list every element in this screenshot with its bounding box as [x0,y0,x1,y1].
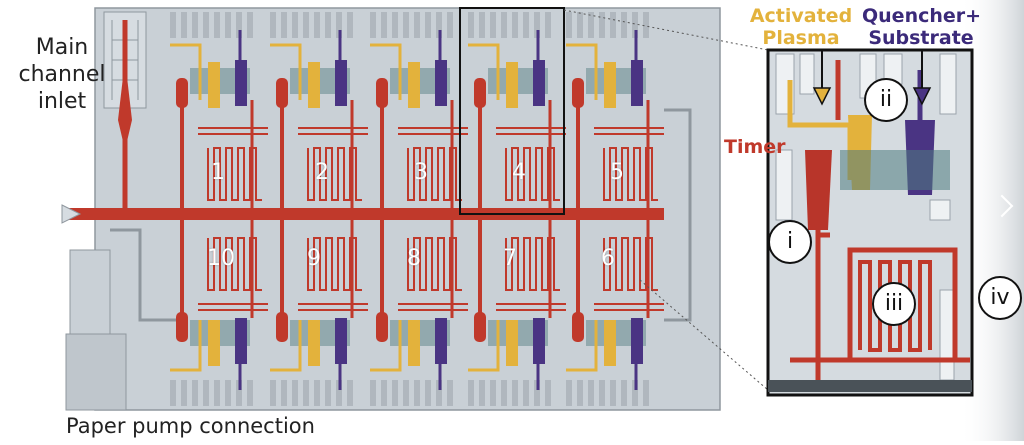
zoom-box [459,7,565,215]
reaction-unit-top [468,12,566,214]
callout-ii: ii [864,78,908,122]
zoom-guide-bottom [639,279,769,391]
reaction-unit-top [566,12,664,214]
reaction-unit-bottom [370,214,468,406]
chamber-number: 3 [414,160,428,185]
chamber-number: 2 [315,160,329,185]
chamber-number: 6 [601,246,615,271]
chamber-number: 4 [512,160,526,185]
reaction-unit-bottom [270,214,368,406]
chamber-number: 10 [207,246,235,271]
reaction-unit-bottom [566,214,664,406]
chamber-number: 9 [307,246,321,271]
inset-detail [766,48,974,397]
callout-iv: iv [978,276,1022,320]
quencher-substrate-label: Quencher+ Substrate [862,5,982,49]
callout-iii: iii [872,282,916,326]
paper-pump-label: Paper pump connection [66,414,315,438]
main-channel-inlet-label: Main channel inlet [18,35,106,114]
callout-i: i [768,220,812,264]
reaction-unit-top [170,12,268,214]
chamber-number: 1 [211,160,225,185]
chamber-number: 7 [503,246,517,271]
timer-label: Timer [724,136,786,158]
reaction-unit-top [370,12,468,214]
reaction-unit-bottom [170,214,268,406]
reaction-unit-top [270,12,368,214]
chamber-number: 5 [610,160,624,185]
activated-plasma-label: Activated Plasma [749,5,853,49]
chamber-number: 8 [407,246,421,271]
reaction-unit-bottom [468,214,566,406]
main-channel [61,20,692,322]
